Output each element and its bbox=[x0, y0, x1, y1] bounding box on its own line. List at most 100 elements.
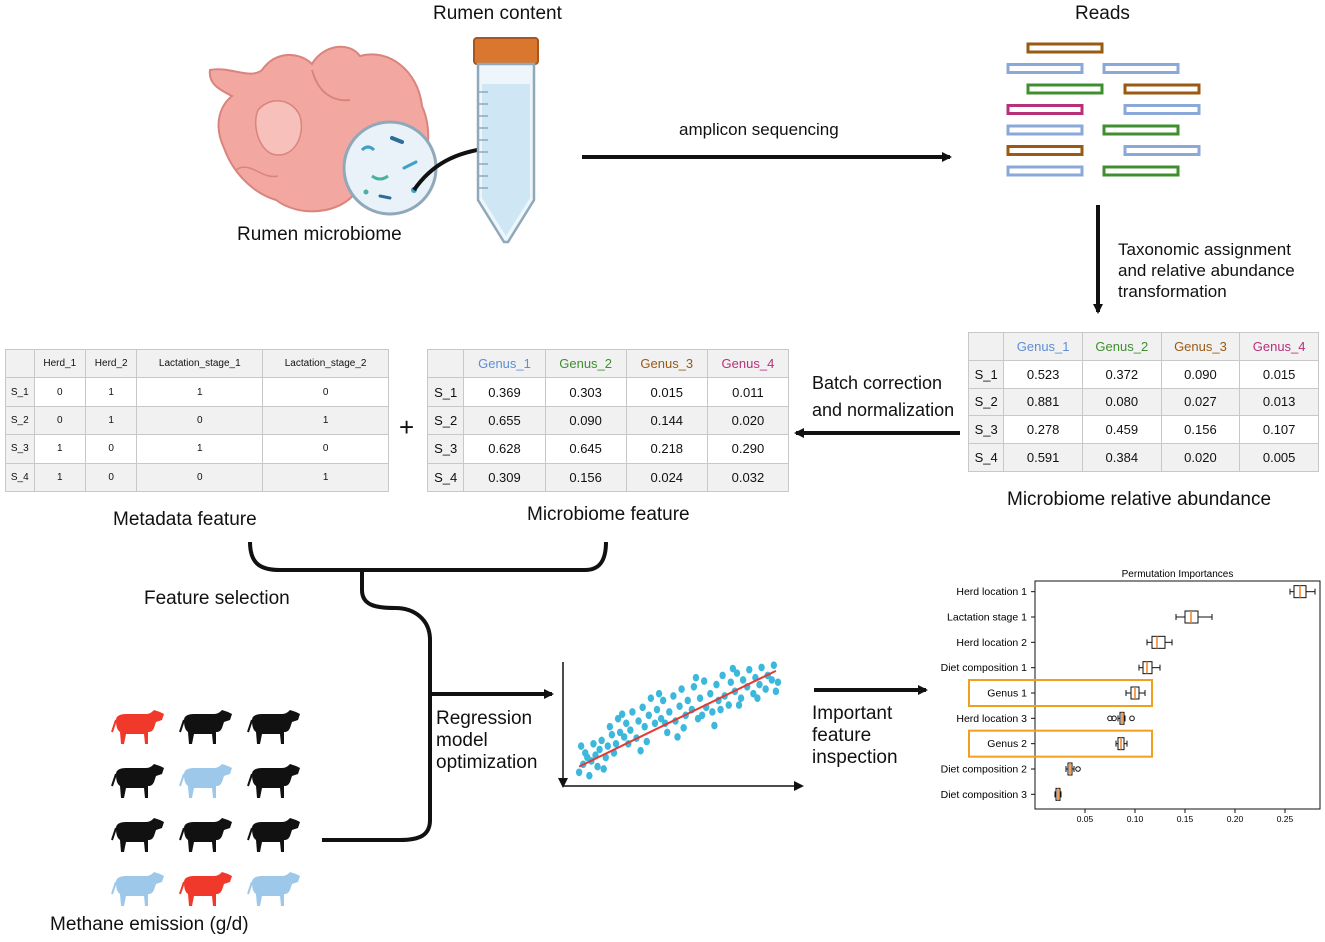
batch-correction-label-1: Batch correction bbox=[812, 373, 943, 393]
scatter-point bbox=[604, 742, 611, 750]
scatter-point bbox=[598, 736, 605, 745]
scatter-point bbox=[739, 676, 747, 684]
plot-frame bbox=[1034, 580, 1321, 810]
cow-icon bbox=[247, 818, 300, 852]
table-cell: 0.309 bbox=[463, 462, 546, 493]
table-cell: 0 bbox=[84, 462, 138, 493]
read-bar bbox=[1102, 63, 1180, 74]
scatter-point bbox=[582, 749, 589, 757]
scatter-point bbox=[647, 694, 655, 702]
scatter-point bbox=[690, 683, 698, 691]
read-bar bbox=[1006, 124, 1084, 136]
table-cell: 0.080 bbox=[1081, 387, 1162, 417]
regression-label-2: model bbox=[436, 730, 488, 751]
scatter-point bbox=[651, 719, 659, 728]
row-header-cell: S_3 bbox=[967, 415, 1005, 445]
scatter-point bbox=[762, 685, 769, 693]
scatter-point bbox=[621, 733, 628, 741]
scatter-point bbox=[772, 687, 780, 696]
table-cell: 1 bbox=[136, 434, 264, 464]
scatter-point bbox=[606, 722, 614, 731]
table-cell: 0.459 bbox=[1081, 415, 1162, 445]
microbiome-feature-label: Microbiome feature bbox=[527, 504, 690, 525]
metadata-feature-label: Metadata feature bbox=[113, 509, 257, 530]
read-bar bbox=[1026, 42, 1104, 54]
rumen-microbiome-label: Rumen microbiome bbox=[237, 224, 402, 245]
scatter-point bbox=[664, 728, 671, 737]
scatter-point bbox=[719, 671, 726, 680]
table-header-cell: Herd_1 bbox=[33, 348, 86, 379]
scatter-point bbox=[614, 714, 622, 723]
scatter-point bbox=[655, 689, 663, 698]
scatter-point bbox=[758, 663, 765, 672]
table-cell: 1 bbox=[84, 377, 138, 407]
scatter-point bbox=[637, 746, 644, 755]
cow-icon bbox=[247, 710, 300, 744]
table-cell: 0 bbox=[84, 434, 138, 464]
scatter-point bbox=[700, 677, 708, 685]
table-cell: 0.156 bbox=[544, 462, 627, 493]
reads-illustration bbox=[1006, 42, 1201, 177]
scatter-point bbox=[653, 705, 661, 714]
table-cell: 0 bbox=[33, 405, 86, 436]
scatter-point bbox=[678, 685, 685, 693]
read-bar bbox=[1102, 165, 1180, 177]
table-cell: 0.369 bbox=[463, 377, 546, 407]
scatter-point bbox=[600, 765, 607, 773]
scatter-point bbox=[629, 708, 636, 716]
regression-fit-line bbox=[578, 669, 777, 768]
feature-label: Lactation stage 1 bbox=[947, 612, 1027, 624]
scatter-point bbox=[616, 728, 624, 737]
microbe-circle-illustration bbox=[342, 120, 438, 216]
box bbox=[1151, 635, 1166, 649]
row-header-cell: S_4 bbox=[426, 462, 465, 493]
scatter-point bbox=[586, 771, 593, 780]
scatter-point bbox=[594, 762, 601, 771]
table-header-cell: Genus_4 bbox=[706, 348, 790, 379]
table-cell: 1 bbox=[84, 405, 138, 436]
feature-label: Genus 1 bbox=[987, 688, 1027, 700]
table-cell: 0.278 bbox=[1003, 415, 1083, 445]
scatter-point bbox=[746, 665, 753, 674]
read-bar bbox=[1006, 104, 1084, 115]
scatter-point bbox=[754, 694, 761, 702]
read-bar bbox=[1123, 145, 1201, 156]
table-cell: 0 bbox=[33, 377, 86, 407]
table-cell: 1 bbox=[262, 462, 389, 493]
scatter-point bbox=[657, 714, 665, 723]
read-bar bbox=[1123, 83, 1201, 95]
scatter-point bbox=[774, 678, 782, 687]
taxonomic-label-3: transformation bbox=[1118, 282, 1227, 301]
flow-connector bbox=[322, 570, 432, 842]
x-tick-label: 0.05 bbox=[1077, 814, 1094, 824]
scatter-point bbox=[643, 737, 650, 746]
methane-emission-label: Methane emission (g/d) bbox=[50, 914, 249, 935]
outlier-point bbox=[1107, 715, 1113, 722]
feature-label: Herd location 2 bbox=[956, 637, 1027, 649]
scatter-point bbox=[735, 701, 743, 709]
scatter-point bbox=[608, 730, 616, 739]
regression-label-3: optimization bbox=[436, 752, 538, 773]
batch-correction-label-2: and normalization bbox=[812, 400, 955, 420]
table-cell: 0.005 bbox=[1239, 443, 1319, 472]
table-cell: 0.645 bbox=[544, 434, 627, 464]
table-header-cell: Genus_3 bbox=[1160, 332, 1241, 361]
row-header-cell: S_2 bbox=[967, 387, 1005, 417]
cow-icon bbox=[179, 764, 232, 798]
table-cell: 0.881 bbox=[1003, 387, 1083, 417]
scatter-point bbox=[623, 719, 630, 728]
table-cell: 1 bbox=[262, 405, 389, 436]
scatter-point bbox=[627, 726, 634, 734]
cow-icon bbox=[179, 710, 232, 744]
feature-label: Diet composition 3 bbox=[941, 789, 1028, 801]
table-cell: 0.144 bbox=[625, 405, 708, 436]
scatter-point bbox=[612, 740, 620, 748]
scatter-point bbox=[674, 733, 681, 741]
